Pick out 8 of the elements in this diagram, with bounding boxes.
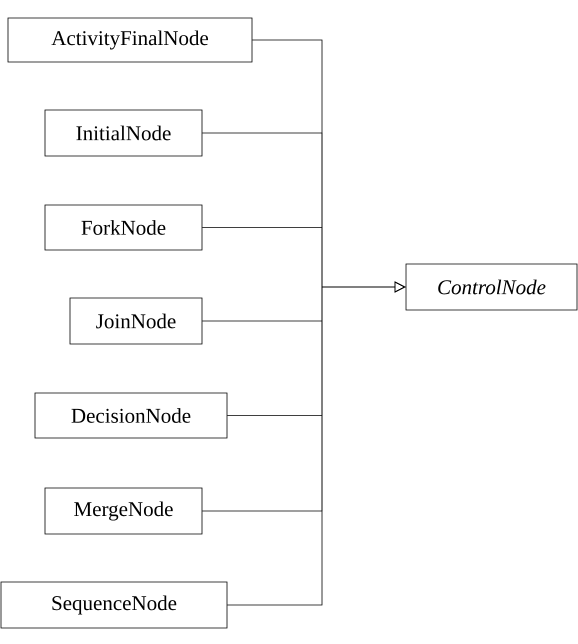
class-box: DecisionNode bbox=[34, 392, 228, 438]
class-box: ControlNode bbox=[406, 264, 578, 310]
class-box: ForkNode bbox=[44, 204, 202, 250]
class-box: ActivityFinalNode bbox=[8, 18, 252, 62]
class-box: InitialNode bbox=[44, 110, 202, 156]
class-box: SequenceNode bbox=[0, 582, 228, 628]
class-box: MergeNode bbox=[44, 488, 202, 534]
class-box: JoinNode bbox=[70, 298, 202, 344]
